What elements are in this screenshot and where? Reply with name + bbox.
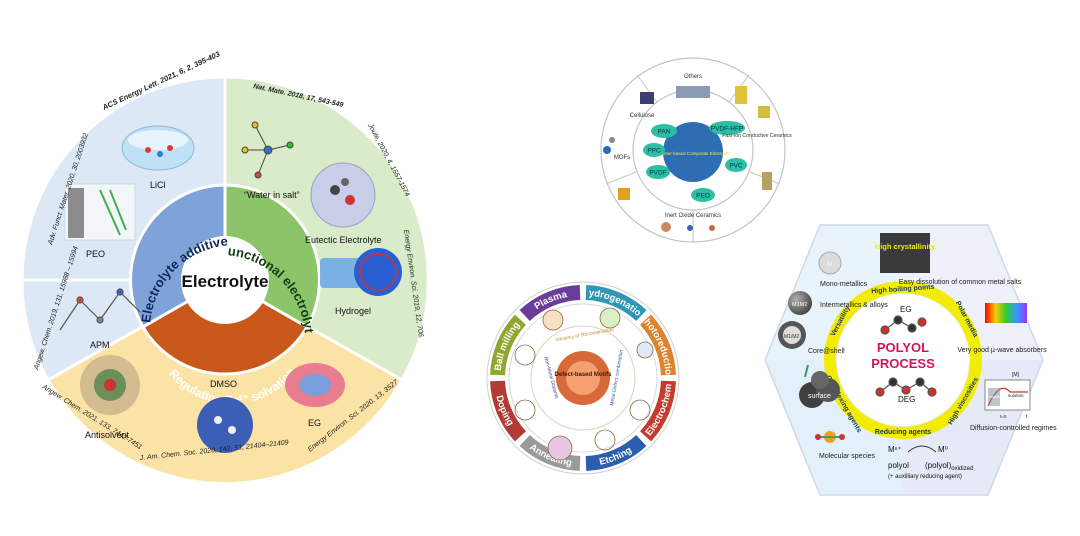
defect-segment-etching — [585, 435, 647, 471]
molecular-species-picture — [815, 431, 845, 443]
polymer-ring-labels: Others Cellulose MOFs Fast-ion Conductiv… — [614, 74, 792, 219]
left-item-core-shell: Core@shell — [808, 348, 845, 355]
particle-label-m: M — [827, 262, 832, 268]
hydrogel-picture — [320, 248, 402, 296]
defect-segment-photoreduction — [640, 314, 676, 376]
left-item-molecular: Molecular species — [819, 453, 876, 460]
defect-segment-electrochem — [640, 380, 676, 442]
solvation-outer-sector — [45, 278, 405, 486]
defect-center-label: Defect-based Motifs — [554, 372, 612, 378]
picture-label-eutectic: Eutectic Electrolyte — [305, 235, 382, 245]
molecule-label-eg: EG — [900, 305, 912, 314]
alloy-particle — [788, 291, 812, 315]
left-item-surface: surface — [808, 393, 831, 400]
picture-label-licl: LiCl — [150, 180, 166, 190]
electrolyte-wheel: Electrolyte Electrolyte additive Functio… — [0, 0, 430, 486]
reaction-oxidized: (polyol)oxidized — [925, 461, 973, 472]
reaction-product: M⁰ — [938, 445, 948, 454]
graph-label-t: t — [1026, 414, 1028, 420]
graph-label-t0: t=0 — [1000, 414, 1007, 419]
dmso-picture — [197, 397, 253, 453]
diffusion-graph: [M] solution supersat. t t=0 — [984, 372, 1031, 420]
picture-label-apm: APM — [90, 340, 110, 350]
bubble-ppc: PPC — [647, 148, 661, 155]
hex-outline — [764, 224, 1044, 496]
electrolyte-center-label: Electrolyte — [182, 272, 269, 291]
graph-label-solution: solution — [1008, 393, 1024, 398]
bubble-pan: PAN — [658, 129, 671, 136]
licl-picture — [121, 125, 195, 171]
water-in-salt-picture — [241, 121, 294, 179]
surface-particle — [799, 364, 840, 408]
polymer-center-label: Polymer-based Composite Electrolyte — [655, 151, 731, 156]
picture-label-water-in-salt: “Water in salt” — [244, 190, 300, 200]
right-item-microwave: Very good µ-wave absorbers — [957, 347, 1047, 354]
polymer-center-disk — [663, 122, 723, 182]
right-item-diffusion: Diffusion-controlled regimes — [970, 425, 1057, 432]
particle-label-m1m2: M1M2 — [792, 302, 807, 308]
picture-label-peo: PEO — [86, 249, 105, 259]
mono-metallic-particle — [818, 251, 842, 275]
bubble-peo: PEO — [696, 193, 710, 200]
left-item-mono: Mono-metallics — [820, 281, 868, 288]
deg-molecule — [875, 377, 937, 397]
reaction-polyol: polyol — [888, 461, 909, 470]
picture-label-hydrogel: Hydrogel — [335, 306, 371, 316]
high-crystallinity-label: High crystallinity — [875, 242, 936, 251]
picture-label-dmso: DMSO — [210, 379, 237, 389]
rainbow-spectrum — [985, 303, 1027, 323]
eutectic-picture — [310, 162, 376, 228]
right-item-dissolution: Easy dissolution of common metal salts — [899, 279, 1022, 286]
defect-segment-ball-milling — [490, 314, 526, 376]
high-crystallinity-panel — [880, 233, 930, 273]
eg-molecule — [880, 315, 927, 335]
defect-pictures — [514, 307, 654, 461]
apm-picture — [59, 288, 141, 331]
picture-label-eg: EG — [308, 418, 321, 428]
graph-label-supersat: supersat. — [989, 395, 1003, 399]
polyol-title-line2: PROCESS — [871, 356, 935, 371]
defect-segment-doping — [490, 380, 526, 442]
bubble-pvdf: PVDF — [649, 170, 666, 177]
ring-label-fast-ion: Fast-ion Conductive Ceramics — [722, 133, 792, 139]
defect-segment-plasma — [519, 285, 581, 321]
ring-label-mofs: MOFs — [614, 155, 630, 161]
bubble-pvc: PVC — [729, 163, 743, 170]
electrolyte-center-disk — [181, 236, 269, 324]
defect-segment-hydrogenation — [585, 285, 647, 321]
solvation-inner-sector — [140, 278, 310, 376]
reaction-reactant: Mⁿ⁺ — [888, 445, 902, 454]
peo-picture — [64, 183, 136, 241]
ring-label-reducing-agents: Reducing agents — [875, 429, 932, 436]
molecule-label-deg: DEG — [898, 395, 915, 404]
reaction-scheme: Mⁿ⁺ M⁰ polyol (polyol)oxidized (+ auxill… — [888, 445, 973, 480]
polymer-ring-pictures — [603, 86, 772, 232]
ring-label-inert-oxide: Inert Oxide Ceramics — [665, 213, 721, 219]
polyol-hexagon: High boiling points Polar media High vis… — [764, 224, 1057, 496]
ring-label-high-boiling: High boiling points — [871, 284, 935, 295]
polymer-wheel: Polymer-based Composite Electrolyte PAN … — [600, 57, 792, 243]
reaction-aux: (+ auxilliary reducing agent) — [888, 474, 962, 480]
polyol-title-line1: POLYOL — [877, 340, 929, 355]
ring-label-cellulose: Cellulose — [630, 113, 655, 119]
bubble-pvdf-hfp: PVDF-HFP — [711, 126, 744, 133]
polymer-bubbles: PAN PVDF-HFP PPC PVDF PVC PEO — [643, 121, 747, 202]
picture-label-antisolvent: Antisolvent — [85, 430, 130, 440]
defect-center-core — [566, 361, 600, 395]
ring-label-others: Others — [684, 74, 702, 80]
polyol-ring — [824, 281, 982, 439]
antisolvent-picture — [80, 355, 140, 415]
particle-label-m1-m2: M1/M2 — [784, 334, 800, 340]
left-item-intermetallics: Intermetallics & alloys — [820, 302, 888, 309]
graph-label-m: [M] — [1012, 372, 1020, 378]
eg-picture — [285, 363, 345, 407]
